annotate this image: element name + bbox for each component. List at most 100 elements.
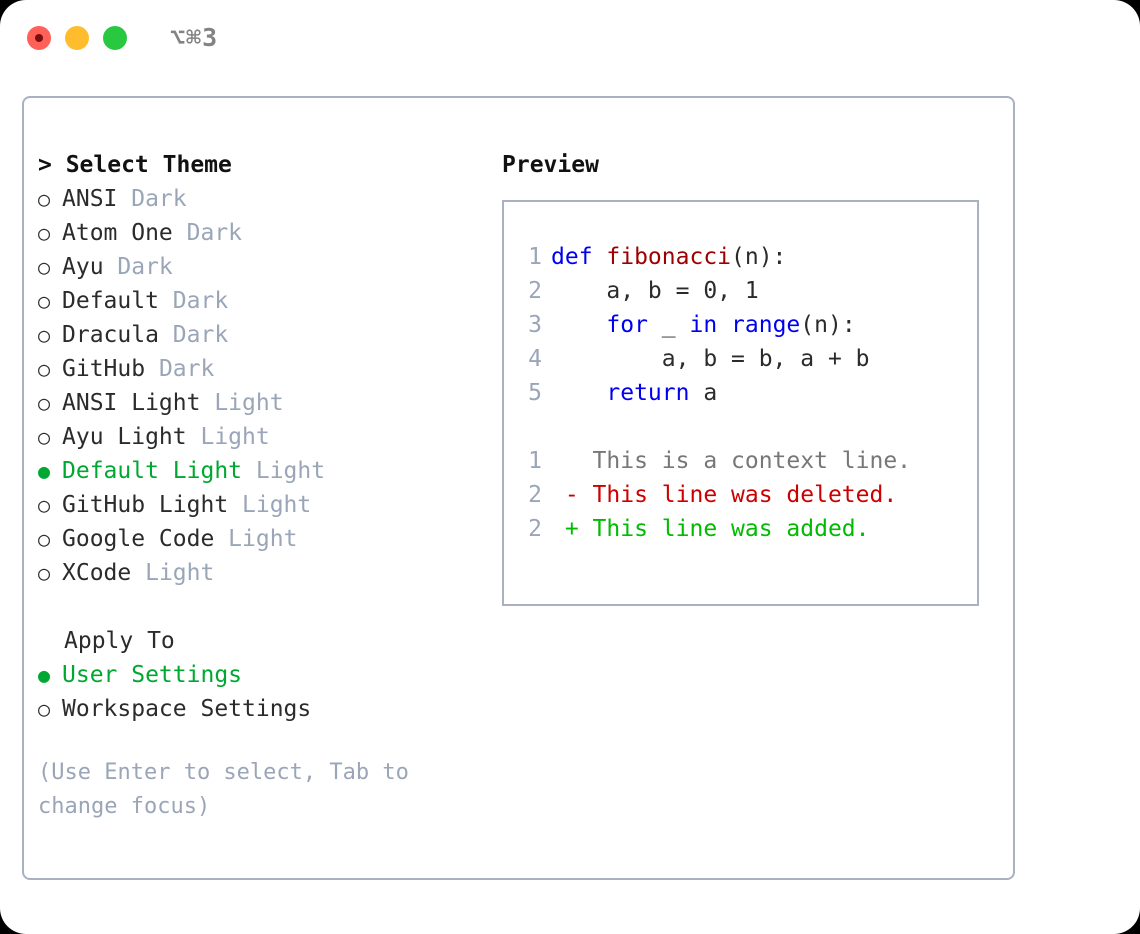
theme-option-tag: Light: [214, 526, 298, 552]
radio-empty-icon: ○: [38, 425, 51, 449]
section-spacer: [38, 590, 488, 624]
radio-empty-icon: ○: [38, 697, 51, 721]
theme-option-label: Ayu Light: [62, 424, 187, 450]
radio-empty-icon: ○: [38, 289, 51, 313]
minimize-button[interactable]: [65, 26, 89, 50]
radio-empty-icon: ○: [38, 323, 51, 347]
radio-empty-icon: ○: [38, 187, 51, 211]
theme-option-label: ANSI Light: [62, 390, 201, 416]
theme-option-tag: Dark: [172, 220, 243, 246]
theme-option-tag: Dark: [103, 254, 173, 280]
code-token: [551, 380, 606, 406]
theme-option-default-light[interactable]: ● Default Light Light: [38, 454, 488, 488]
radio-empty-icon: ○: [38, 255, 51, 279]
code-line-text: return a: [542, 376, 717, 410]
radio-empty-icon: ○: [38, 561, 51, 585]
radio-empty-icon: ○: [38, 493, 51, 517]
theme-option-dracula[interactable]: ○ Dracula Dark: [38, 318, 488, 352]
theme-option-tag: Light: [131, 560, 215, 586]
code-token: fibonacci: [606, 244, 732, 270]
diff-line-number: 2: [528, 516, 542, 542]
theme-option-tag: Light: [186, 424, 270, 450]
theme-option-default[interactable]: ○ Default Dark: [38, 284, 488, 318]
code-line-number: 2: [528, 278, 542, 304]
apply-to-header: Apply To: [64, 628, 175, 654]
theme-option-tag: Dark: [117, 186, 187, 212]
theme-option-tag: Dark: [158, 322, 229, 348]
title-bar: ⌥⌘3: [0, 0, 1140, 78]
traffic-light-group: [27, 26, 127, 50]
apply-to-option-user-settings[interactable]: ● User Settings: [38, 658, 488, 692]
theme-option-tag: Light: [200, 390, 284, 416]
theme-option-label: GitHub: [62, 356, 146, 382]
code-token: (n):: [731, 244, 787, 270]
theme-option-ayu-light[interactable]: ○ Ayu Light Light: [38, 420, 488, 454]
theme-option-tag: Dark: [158, 288, 229, 314]
code-diff-separator: [516, 410, 911, 444]
close-button[interactable]: [27, 26, 51, 50]
code-line-number: 3: [528, 312, 542, 338]
theme-option-label: Atom One: [62, 220, 173, 246]
main-panel: > Select Theme ○ANSI Dark○Atom One Dark○…: [22, 96, 1015, 880]
diff-line-text: + This line was added.: [551, 516, 870, 542]
diff-line-number: 2: [528, 482, 542, 508]
radio-empty-icon: ○: [38, 357, 51, 381]
diff-line: 2 + This line was added.: [516, 512, 911, 546]
code-line-text: def fibonacci(n):: [542, 240, 786, 274]
code-line-number: 1: [528, 244, 542, 270]
radio-selected-icon: ●: [38, 459, 51, 483]
code-token: a, b = 0, 1: [551, 278, 759, 304]
radio-empty-icon: ○: [38, 391, 51, 415]
maximize-button[interactable]: [103, 26, 127, 50]
theme-option-tag: Light: [228, 492, 312, 518]
theme-option-github-light[interactable]: ○GitHub Light Light: [38, 488, 488, 522]
theme-option-tag: Light: [242, 458, 326, 484]
code-token: in: [689, 312, 718, 338]
radio-selected-icon: ●: [38, 663, 51, 687]
code-token: a, b = b, a + b: [551, 346, 870, 372]
window-title: ⌥⌘3: [170, 23, 219, 52]
theme-option-ansi[interactable]: ○ ANSI Dark: [38, 182, 488, 216]
preview-header: Preview: [502, 152, 599, 178]
theme-option-label: Default: [62, 288, 159, 314]
theme-option-github[interactable]: ○GitHub Dark: [38, 352, 488, 386]
diff-line-text: - This line was deleted.: [551, 482, 898, 508]
code-line: 5 return a: [516, 376, 911, 410]
code-token: _: [647, 312, 690, 338]
theme-option-label: XCode: [62, 560, 132, 586]
theme-option-label: Default Light: [62, 458, 243, 484]
radio-empty-icon: ○: [38, 221, 51, 245]
theme-option-ayu[interactable]: ○ Ayu Dark: [38, 250, 488, 284]
radio-empty-icon: ○: [38, 527, 51, 551]
code-token: [551, 312, 606, 338]
theme-option-label: Dracula: [62, 322, 159, 348]
theme-option-google-code[interactable]: ○ Google Code Light: [38, 522, 488, 556]
theme-picker-column: > Select Theme ○ANSI Dark○Atom One Dark○…: [38, 148, 488, 824]
theme-option-xcode[interactable]: ○ XCode Light: [38, 556, 488, 590]
code-line-number: 5: [528, 380, 542, 406]
code-token: range: [731, 312, 801, 338]
code-token: def: [551, 244, 607, 270]
code-token: return: [606, 380, 690, 406]
code-token: (n):: [800, 312, 856, 338]
code-line: 2 a, b = 0, 1: [516, 274, 911, 308]
theme-option-ansi-light[interactable]: ○ ANSI Light Light: [38, 386, 488, 420]
diff-line-text: This is a context line.: [551, 448, 912, 474]
apply-to-option-workspace-settings[interactable]: ○Workspace Settings: [38, 692, 488, 726]
diff-line: 2 - This line was deleted.: [516, 478, 911, 512]
code-token: for: [606, 312, 648, 338]
keyboard-hint-text: (Use Enter to select, Tab to change focu…: [38, 760, 409, 819]
code-line-text: a, b = 0, 1: [542, 274, 759, 308]
code-line-text: a, b = b, a + b: [542, 342, 870, 376]
theme-option-label: Ayu: [62, 254, 104, 280]
theme-option-label: ANSI: [62, 186, 118, 212]
theme-option-atom-one[interactable]: ○ Atom One Dark: [38, 216, 488, 250]
apply-to-option-label: User Settings: [62, 662, 243, 688]
code-token: a: [689, 380, 718, 406]
diff-line: 1 This is a context line.: [516, 444, 911, 478]
theme-option-label: Google Code: [62, 526, 215, 552]
